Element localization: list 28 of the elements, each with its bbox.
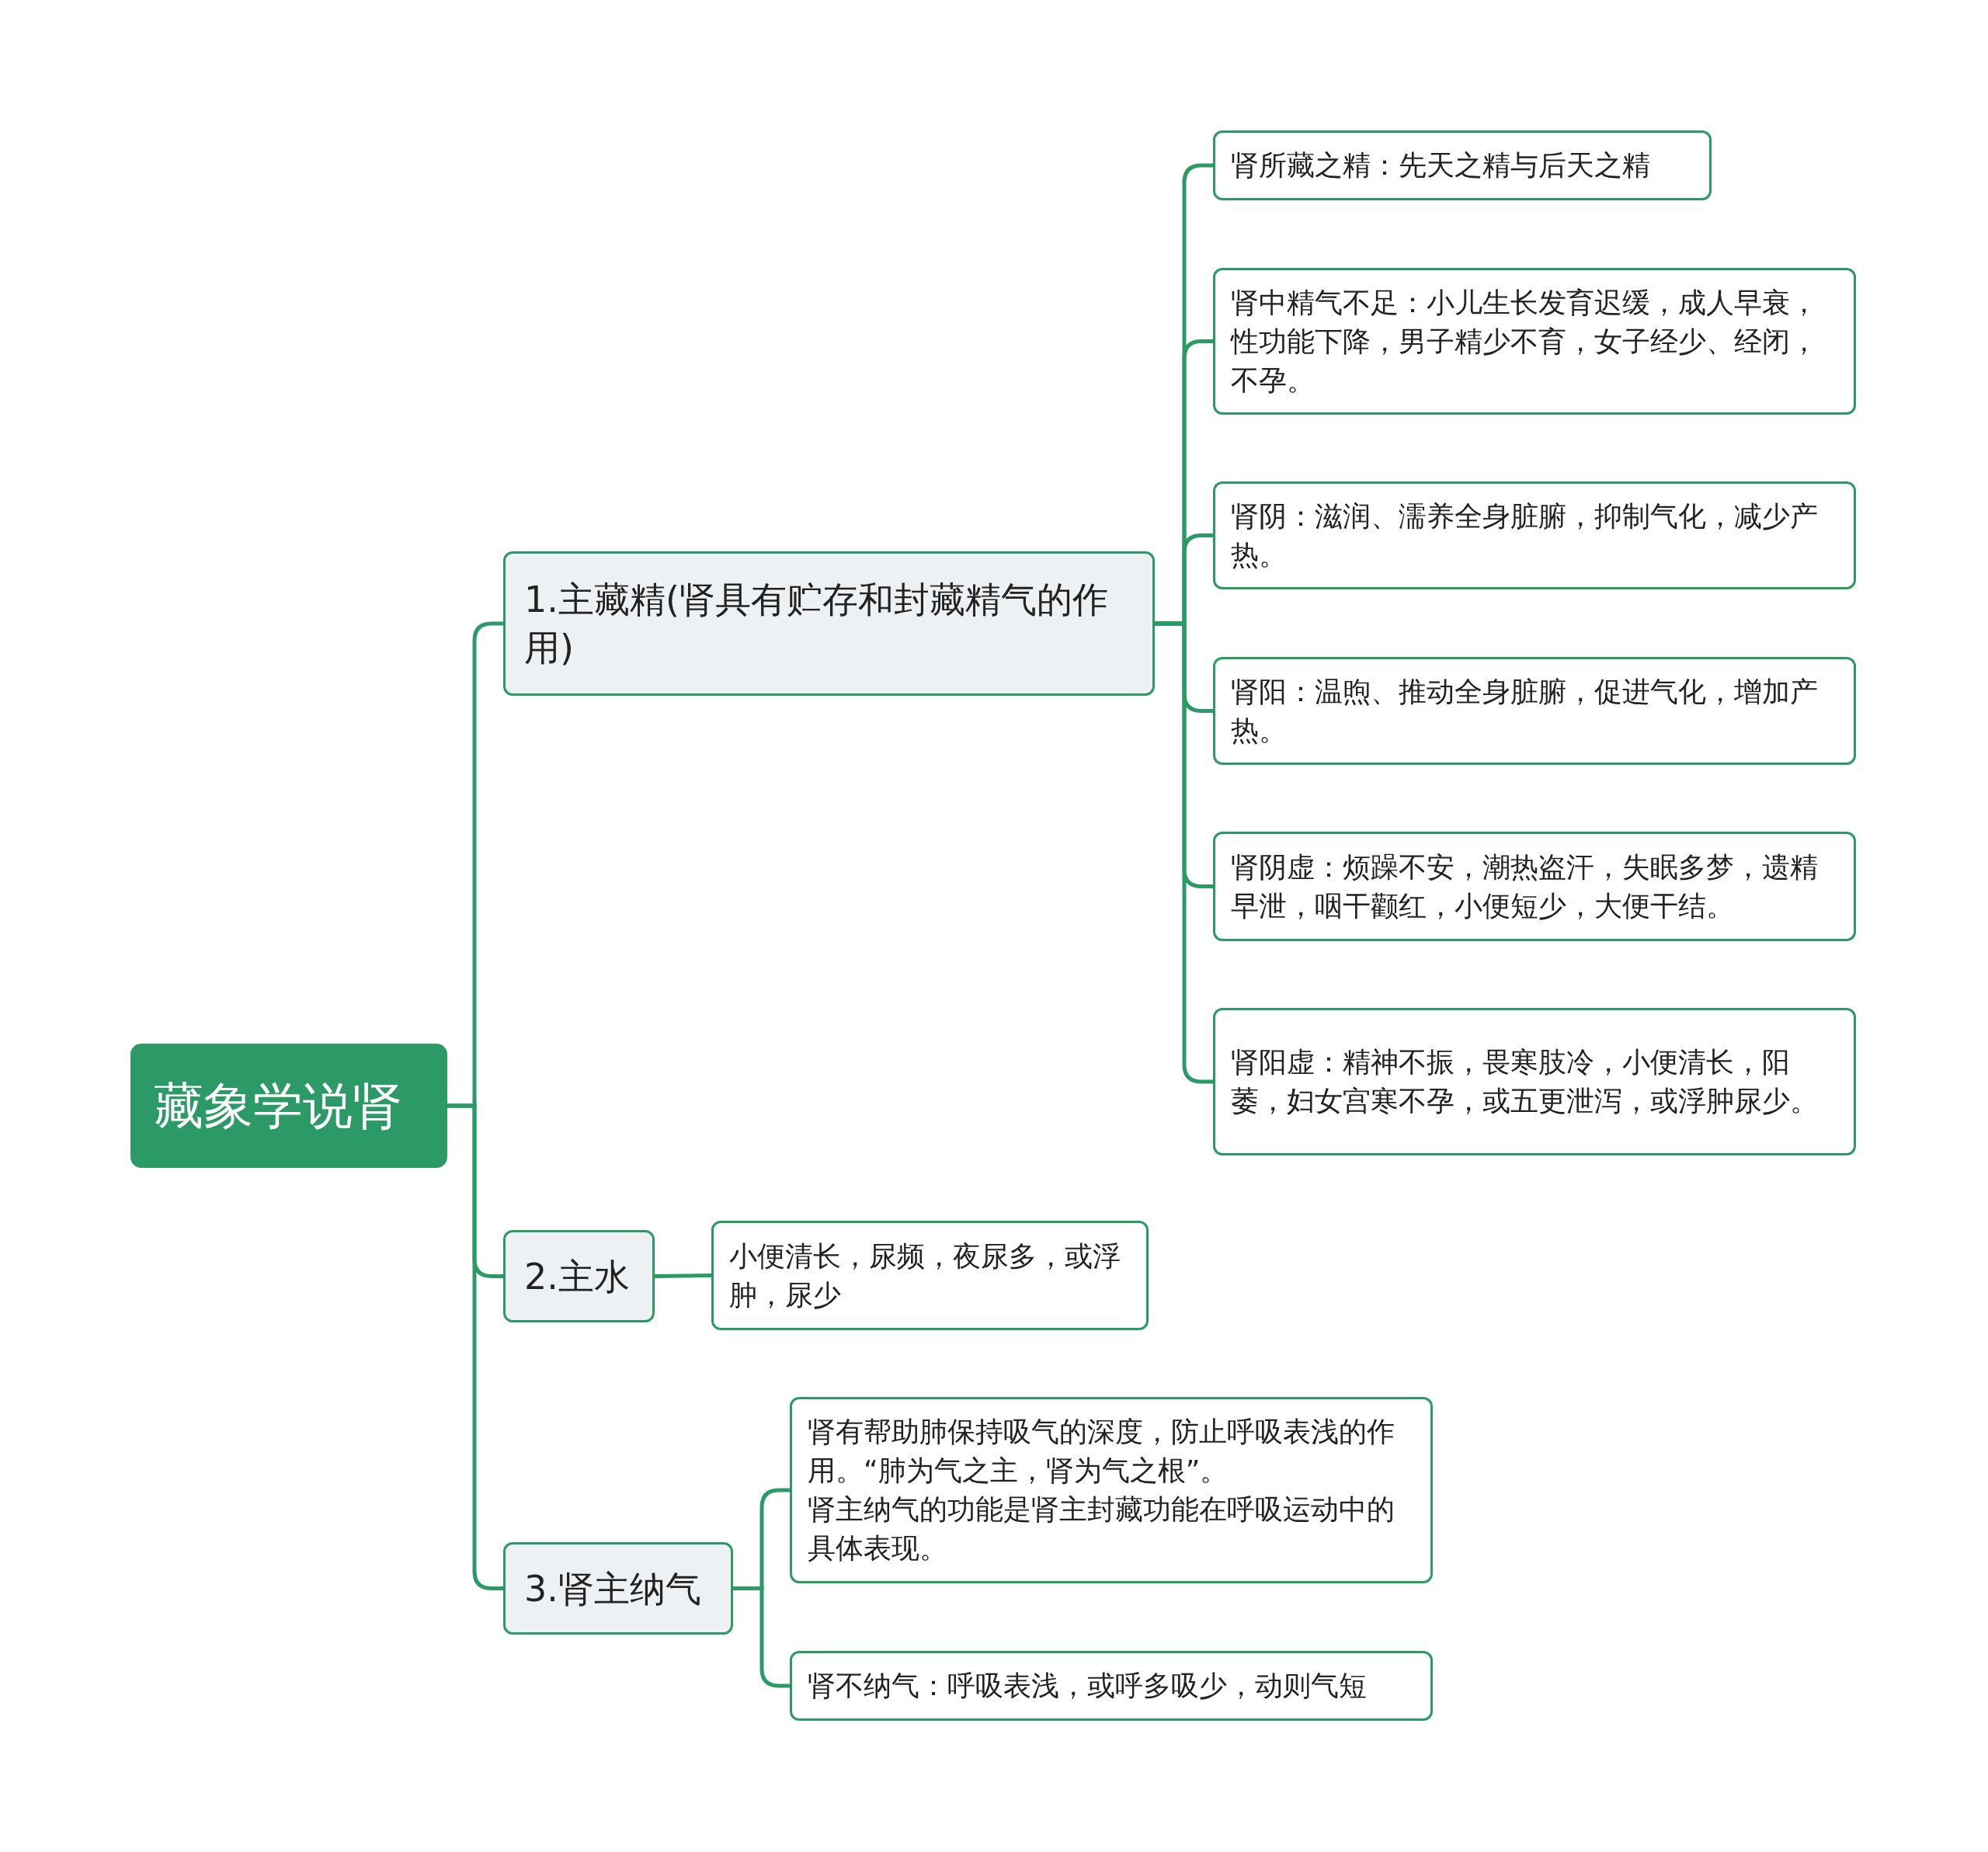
subtopic-box	[1213, 268, 1856, 415]
node-text: 2.主水	[524, 1254, 631, 1299]
node-text: 小便清长，尿频，夜尿多，或浮肿，尿少	[729, 1239, 1121, 1312]
node-text: 3.肾主纳气	[524, 1566, 702, 1611]
subtopic-box	[1213, 481, 1856, 589]
node-text: 肾阴：滋润、濡养全身脏腑，抑制气化，减少产热。	[1231, 499, 1819, 572]
subtopic-box	[1213, 832, 1856, 941]
node-text: 肾阳虚：精神不振，畏寒肢冷，小便清长，阳萎，妇女宫寒不孕，或五更泄泻，或浮肿尿少。	[1231, 1045, 1819, 1118]
subtopic-box	[711, 1221, 1149, 1330]
topic-box	[503, 1542, 733, 1635]
subtopic-box	[790, 1397, 1433, 1583]
node-text: 肾有帮助肺保持吸气的深度，防止呼吸表浅的作用。“肺为气之主，肾为气之根”。	[808, 1415, 1395, 1488]
subtopic-box	[790, 1651, 1433, 1721]
node-text: 肾不纳气：呼吸表浅，或呼多吸少，动则气短	[808, 1669, 1368, 1703]
node-text: 肾所藏之精：先天之精与后天之精	[1231, 148, 1651, 182]
subtopic-box	[1213, 130, 1712, 200]
connector-line	[654, 1273, 712, 1278]
node-text: 藏象学说肾	[154, 1075, 403, 1136]
topic-box	[503, 1230, 655, 1322]
node-text: 肾阴虚：烦躁不安，潮热盗汗，失眠多梦，遗精早泄，咽干颧红，小便短少，大便干结。	[1231, 850, 1819, 923]
topic-box	[503, 551, 1155, 696]
node-text: 1.主藏精(肾具有贮存和封藏精气的作用)	[524, 578, 1109, 670]
node-text: 肾中精气不足：小儿生长发育迟缓，成人早衰，性功能下降，男子精少不育，女子经少、经闭，不孕。	[1231, 285, 1819, 398]
subtopic-box	[1213, 657, 1856, 765]
node-text: 肾阳：温煦、推动全身脏腑，促进气化，增加产热。	[1231, 674, 1819, 748]
node-text: 肾主纳气的功能是肾主封藏功能在呼吸运动中的具体表现。	[808, 1492, 1395, 1565]
subtopic-box	[1213, 1008, 1856, 1155]
root-topic-box	[130, 1044, 447, 1168]
